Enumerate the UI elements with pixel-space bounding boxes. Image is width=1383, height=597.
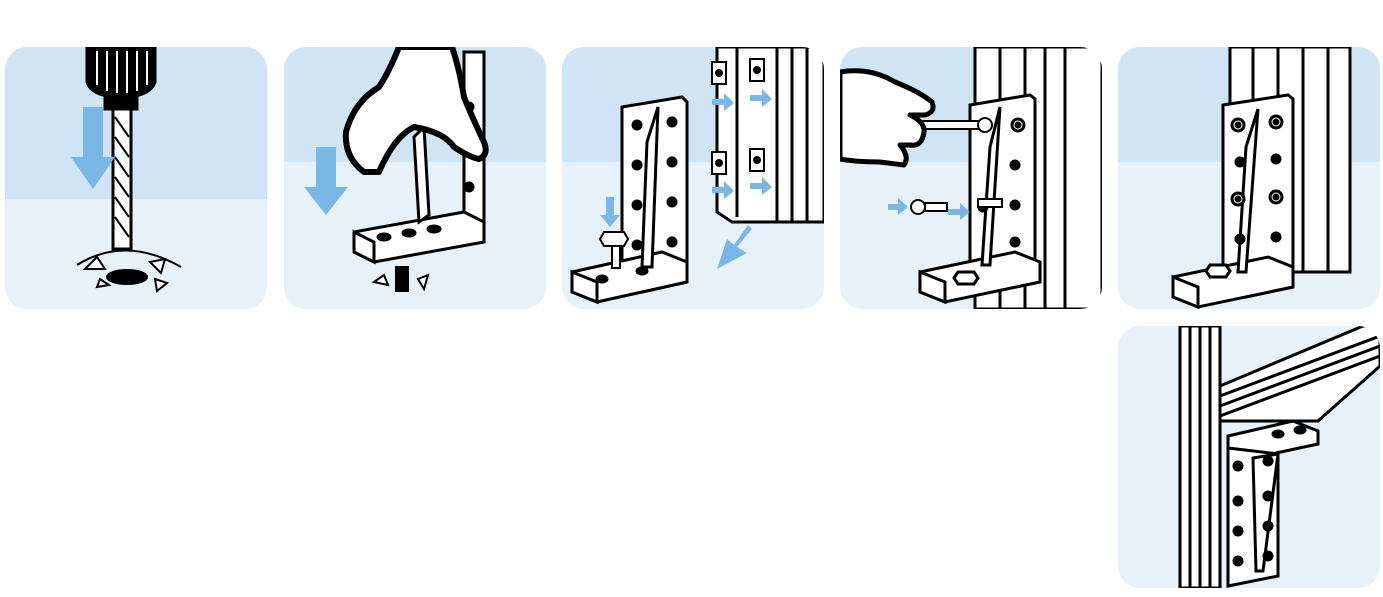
extrusion-profile-icon xyxy=(717,47,824,222)
step-6-overhead-panel xyxy=(1118,326,1380,588)
step-5-mounted-panel xyxy=(1118,47,1380,309)
step-1-drill-hole-panel xyxy=(5,47,267,309)
step-4-tighten-panel xyxy=(840,47,1102,309)
hex-key-icon xyxy=(920,118,992,132)
step-3-t-slot-nut-panel xyxy=(562,47,824,309)
step-2-insert-panel xyxy=(284,47,546,309)
